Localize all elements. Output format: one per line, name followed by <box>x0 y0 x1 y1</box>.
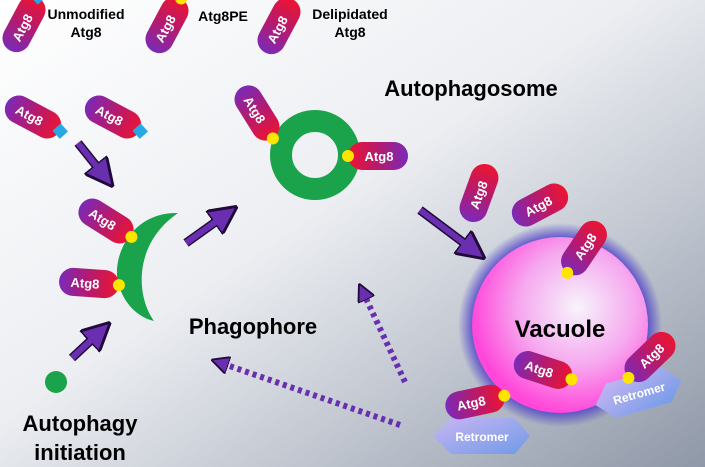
atg8-label: Atg8 <box>70 275 100 292</box>
label-vacuole: Vacuole <box>515 316 606 343</box>
lipid-dot <box>622 371 635 384</box>
retromer-1-label: Retromer <box>455 430 509 444</box>
recycling-arrow-up <box>362 290 408 384</box>
legend-unmodified-line2: Atg8 <box>70 24 101 40</box>
lipid-dot <box>342 150 354 162</box>
lipid-dot <box>175 0 188 5</box>
retromer-1-shape <box>433 418 530 454</box>
label-initiation-line2: initiation <box>34 440 126 465</box>
label-initiation-line1: Autophagy <box>23 411 139 436</box>
atg8-label: Atg8 <box>365 149 394 164</box>
legend-unmodified-line1: Unmodified <box>48 6 125 22</box>
atg8-phagophore-2: Atg8 <box>59 267 125 299</box>
lipid-dot <box>565 373 578 386</box>
arrow-to-vacuole-fill <box>418 207 478 255</box>
legend-delipidated-line1: Delipidated <box>312 6 387 22</box>
atg8-delipidated-1: Atg8 <box>459 163 499 223</box>
recycling-arrow-left <box>218 362 401 428</box>
legend-atg8pe: Atg8PE <box>198 8 248 24</box>
lipid-dot <box>112 279 125 292</box>
arrow-initiation-fill <box>69 327 105 361</box>
lipid-dot <box>561 266 574 279</box>
atg8-delipidated-2: Atg8 <box>511 183 569 227</box>
arrow-to-phagophore-fill <box>75 141 109 180</box>
atg8-label: Atg8 <box>456 393 487 414</box>
lipid-dot <box>498 389 511 402</box>
atg8-vacuole-1: Atg8 <box>561 220 607 279</box>
label-autophagosome: Autophagosome <box>384 76 558 101</box>
lipid-dot <box>266 132 279 145</box>
atg8-vacuole-2: Atg8 <box>513 351 578 389</box>
legend-atg8pe: Atg8 <box>145 0 189 54</box>
retromer-2: Retromer <box>595 367 682 419</box>
dotted-arrows <box>218 290 408 428</box>
retromer-2-shape <box>595 367 682 419</box>
retromer-1: Retromer <box>433 418 530 454</box>
legend-delipidated-line2: Atg8 <box>334 24 365 40</box>
initiation-vesicle <box>45 371 67 393</box>
atg8-unmodified-1: Atg8 <box>4 95 68 139</box>
label-phagophore: Phagophore <box>189 314 317 339</box>
modifier-square <box>30 0 46 5</box>
atg8-unmodified-2: Atg8 <box>84 95 148 139</box>
legend-atg8-unmodified: Atg8 <box>2 0 46 53</box>
modifier-square <box>52 123 68 139</box>
lipid-dot <box>125 230 138 243</box>
arrow-to-autophagosome-fill <box>184 210 230 246</box>
legend-atg8-delipidated: Atg8 <box>257 0 301 55</box>
atg8-autophagosome-2 <box>342 142 408 170</box>
solid-arrows <box>68 140 478 362</box>
atg8-vacuole-4: Atg8 <box>445 384 511 420</box>
modifier-square <box>132 123 148 139</box>
